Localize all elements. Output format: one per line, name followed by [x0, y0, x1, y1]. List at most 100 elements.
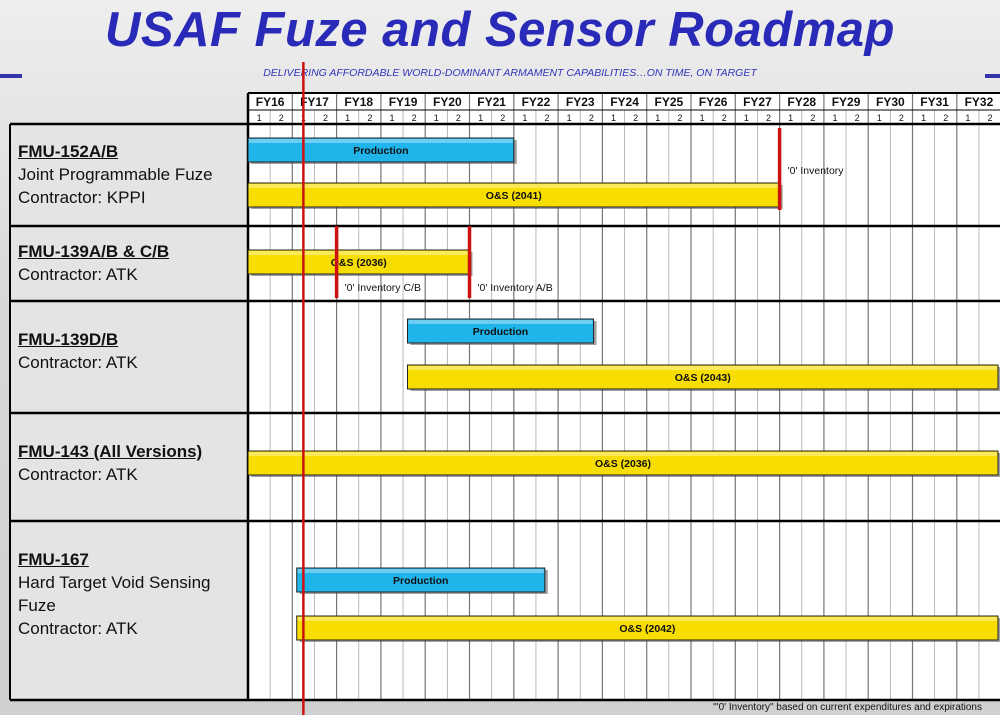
half-tick-label: 2: [367, 113, 372, 123]
page-subtitle: DELIVERING AFFORDABLE WORLD-DOMINANT ARM…: [263, 67, 757, 79]
zero-inventory-label: '0' Inventory C/B: [345, 282, 421, 294]
zero-inventory-label: '0' Inventory A/B: [478, 282, 553, 294]
year-tick-label: FY19: [389, 95, 418, 109]
year-tick-label: FY25: [655, 95, 684, 109]
half-tick-label: 2: [899, 113, 904, 123]
program-name: FMU-139A/B & C/B: [18, 242, 170, 261]
row-label-panel: [10, 413, 248, 521]
production-bar-label: Production: [473, 326, 528, 338]
os-bar-label: O&S (2036): [331, 257, 387, 269]
half-tick-label: 2: [500, 113, 505, 123]
row-label-panel: [10, 226, 248, 301]
half-tick-label: 2: [766, 113, 771, 123]
page-title: USAF Fuze and Sensor Roadmap: [105, 3, 895, 57]
year-tick-label: FY18: [344, 95, 373, 109]
half-tick-label: 1: [389, 113, 394, 123]
half-tick-label: 1: [611, 113, 616, 123]
half-tick-label: 2: [633, 113, 638, 123]
bar-highlight: [408, 366, 998, 370]
row-label-panel: [10, 124, 248, 226]
program-name: FMU-139D/B: [18, 330, 119, 349]
os-bar-label: O&S (2042): [619, 623, 675, 635]
half-tick-label: 1: [877, 113, 882, 123]
year-tick-label: FY26: [699, 95, 728, 109]
os-bar-label: O&S (2041): [486, 190, 542, 202]
half-tick-label: 2: [456, 113, 461, 123]
half-tick-label: 1: [478, 113, 483, 123]
os-bar-label: O&S (2043): [675, 372, 731, 384]
program-detail: Contractor: ATK: [18, 465, 138, 484]
production-bar: [247, 137, 515, 163]
program-detail: Contractor: ATK: [18, 353, 138, 372]
half-tick-label: 1: [257, 113, 262, 123]
row-label-panel: [10, 521, 248, 700]
row-label-panel: [10, 301, 248, 413]
row-label: FMU-139D/B Contractor: ATK: [18, 328, 138, 374]
os-bar: [247, 450, 999, 476]
bar-highlight: [297, 617, 998, 621]
year-tick-label: FY24: [610, 95, 639, 109]
production-bar: [406, 318, 595, 344]
bar-highlight: [249, 452, 997, 456]
half-tick-label: 2: [722, 113, 727, 123]
os-bar-label: O&S (2036): [595, 458, 651, 470]
bar-highlight: [297, 569, 544, 573]
left-accent-tick: [0, 74, 22, 78]
os-bar: [296, 615, 999, 641]
half-tick-label: 1: [700, 113, 705, 123]
bar-highlight: [249, 184, 779, 188]
production-bar-label: Production: [393, 575, 448, 587]
half-tick-label: 2: [545, 113, 550, 123]
row-label: FMU-143 (All Versions) Contractor: ATK: [18, 440, 202, 486]
os-bar: [406, 364, 999, 390]
year-tick-label: FY17: [300, 95, 329, 109]
half-tick-label: 1: [345, 113, 350, 123]
half-tick-label: 1: [744, 113, 749, 123]
year-tick-label: FY30: [876, 95, 905, 109]
half-tick-label: 2: [943, 113, 948, 123]
year-tick-label: FY27: [743, 95, 772, 109]
program-name: FMU-143 (All Versions): [18, 442, 203, 461]
program-detail: Contractor: ATK: [18, 265, 138, 284]
bar-highlight: [249, 139, 513, 143]
os-bar: [247, 182, 781, 208]
row-label: FMU-139A/B & C/B Contractor: ATK: [18, 240, 169, 286]
year-tick-label: FY16: [256, 95, 285, 109]
half-tick-label: 1: [788, 113, 793, 123]
half-tick-label: 1: [567, 113, 572, 123]
half-tick-label: 2: [323, 113, 328, 123]
footnote: "'0' Inventory" based on current expendi…: [713, 702, 982, 713]
half-tick-label: 1: [921, 113, 926, 123]
right-accent-tick: [985, 74, 1000, 78]
half-tick-label: 1: [655, 113, 660, 123]
year-tick-label: FY28: [787, 95, 816, 109]
half-tick-label: 1: [832, 113, 837, 123]
year-tick-label: FY23: [566, 95, 595, 109]
year-tick-label: FY29: [832, 95, 861, 109]
year-tick-label: FY32: [965, 95, 994, 109]
half-tick-label: 1: [965, 113, 970, 123]
program-detail: Contractor: KPPI: [18, 188, 146, 207]
half-tick-label: 2: [988, 113, 993, 123]
program-detail: Joint Programmable Fuze: [18, 165, 213, 184]
half-tick-label: 1: [522, 113, 527, 123]
bar-highlight: [249, 251, 469, 255]
half-tick-label: 1: [434, 113, 439, 123]
year-tick-label: FY21: [477, 95, 506, 109]
half-tick-label: 2: [855, 113, 860, 123]
program-detail: Hard Target Void Sensing: [18, 573, 211, 592]
program-name: FMU-167: [18, 550, 89, 569]
production-bar-label: Production: [353, 145, 408, 157]
half-tick-label: 2: [677, 113, 682, 123]
program-detail: Fuze: [18, 596, 56, 615]
zero-inventory-label: '0' Inventory: [788, 165, 845, 177]
year-tick-label: FY22: [522, 95, 551, 109]
year-tick-label: FY20: [433, 95, 462, 109]
year-tick-label: FY31: [920, 95, 949, 109]
program-detail: Contractor: ATK: [18, 619, 138, 638]
half-tick-label: 2: [279, 113, 284, 123]
production-bar: [296, 567, 546, 593]
